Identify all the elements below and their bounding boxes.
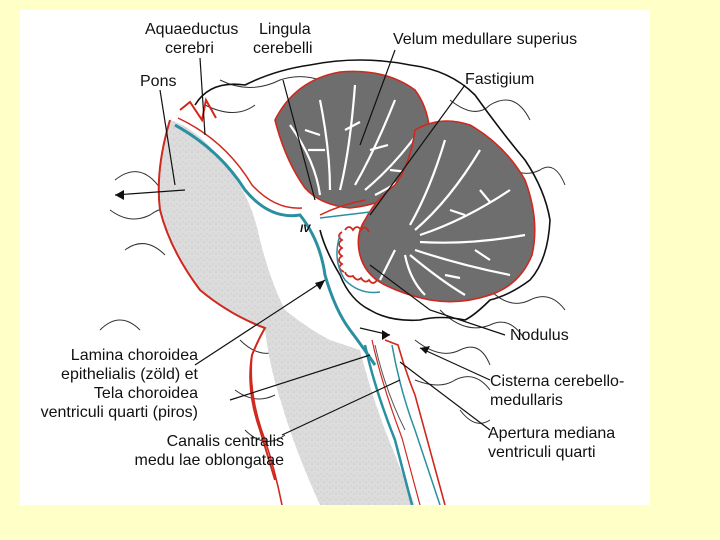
label-canalis-line2: medu lae oblongatae bbox=[134, 452, 284, 469]
label-canalis-line1: Canalis centralis bbox=[166, 433, 284, 450]
label-apertura: Apertura mediana ventriculi quarti bbox=[488, 424, 615, 462]
label-cisterna: Cisterna cerebello- medullaris bbox=[490, 372, 624, 410]
leader-lines bbox=[114, 49, 506, 436]
cerebellum-outer bbox=[194, 59, 551, 322]
anatomy-drawing bbox=[99, 49, 566, 505]
label-velum: Velum medullare superius bbox=[393, 31, 578, 48]
label-apertura-line2: ventriculi quarti bbox=[488, 444, 596, 461]
label-aquaeductus-line2: cerebri bbox=[165, 40, 214, 57]
ventricle-floor-red bbox=[177, 117, 303, 209]
label-fastigium: Fastigium bbox=[465, 71, 535, 88]
cerebellum-anterior-lobe bbox=[274, 70, 431, 209]
cerebellum-posterior-lobe bbox=[357, 120, 536, 303]
ventricle-label: IV bbox=[300, 223, 311, 235]
cisterna-boundary bbox=[384, 339, 446, 505]
ventricle-floor-blue bbox=[174, 123, 377, 366]
label-apertura-line1: Apertura mediana bbox=[488, 425, 616, 442]
label-aquaeductus-line1: Aquaeductus bbox=[145, 21, 239, 38]
aqueduct bbox=[179, 97, 217, 123]
label-pons: Pons bbox=[140, 73, 177, 90]
brainstem-tissue bbox=[158, 120, 415, 505]
label-aquaeductus: Aquaeductus cerebri bbox=[145, 20, 238, 58]
choroid-scalloped bbox=[338, 226, 378, 284]
label-lamina-line1: Lamina choroidea bbox=[70, 347, 198, 364]
label-lamina-line3: Tela choroidea bbox=[93, 385, 198, 402]
label-lingula-line1: Lingula bbox=[259, 21, 311, 38]
label-lingula: Lingula cerebelli bbox=[253, 20, 313, 58]
label-nodulus: Nodulus bbox=[510, 327, 569, 344]
arrowheads bbox=[115, 190, 430, 354]
label-cisterna-line2: medullaris bbox=[490, 392, 563, 409]
label-lamina-line4: ventriculi quarti (piros) bbox=[40, 404, 198, 421]
label-lingula-line2: cerebelli bbox=[253, 40, 313, 57]
velum-line bbox=[319, 199, 366, 216]
label-lamina: Lamina choroidea epithelialis (zöld) et … bbox=[20, 346, 198, 422]
label-lamina-line2: epithelialis (zöld) et bbox=[61, 366, 198, 383]
label-cisterna-line1: Cisterna cerebello- bbox=[490, 373, 625, 390]
sagittal-section-figure: IV bbox=[20, 10, 650, 505]
label-canalis: Canalis centralis medu lae oblongatae bbox=[110, 432, 284, 470]
medulla-front bbox=[250, 354, 283, 505]
